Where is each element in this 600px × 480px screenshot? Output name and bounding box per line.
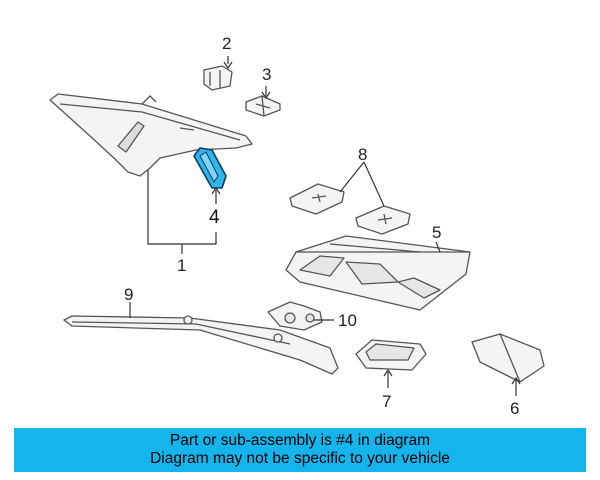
part-3-bracket[interactable] — [245, 95, 281, 117]
callout-2[interactable]: 2 — [222, 34, 231, 53]
part-8-pad-left[interactable] — [289, 183, 345, 215]
banner-line-1: Part or sub-assembly is #4 in diagram — [169, 432, 431, 449]
leader-lines — [129, 56, 521, 396]
callout-6[interactable]: 6 — [510, 399, 519, 418]
part-10-lamp-bracket[interactable] — [267, 301, 323, 331]
callout-labels: 1 2 3 4 5 6 7 8 9 10 — [124, 34, 519, 418]
callout-4[interactable]: 4 — [209, 207, 220, 228]
callout-5[interactable]: 5 — [432, 223, 441, 242]
callout-7[interactable]: 7 — [382, 392, 391, 411]
part-9-rail[interactable] — [63, 315, 339, 375]
callout-9[interactable]: 9 — [124, 285, 133, 304]
part-5-console-tray[interactable] — [285, 235, 471, 311]
callout-3[interactable]: 3 — [262, 65, 271, 84]
part-2-clip[interactable] — [203, 65, 233, 91]
part-1-headliner[interactable] — [49, 93, 253, 177]
part-6-cover[interactable] — [471, 333, 545, 383]
part-4-grip-highlighted[interactable] — [193, 147, 227, 189]
callout-1[interactable]: 1 — [177, 256, 186, 275]
part-7-small-tray[interactable] — [355, 339, 427, 371]
part-8-pad-right[interactable] — [355, 205, 411, 235]
callout-8[interactable]: 8 — [358, 145, 367, 164]
callout-10[interactable]: 10 — [338, 311, 357, 330]
info-banner: Part or sub-assembly is #4 in diagram Di… — [14, 428, 586, 472]
banner-line-2: Diagram may not be specific to your vehi… — [150, 450, 450, 467]
